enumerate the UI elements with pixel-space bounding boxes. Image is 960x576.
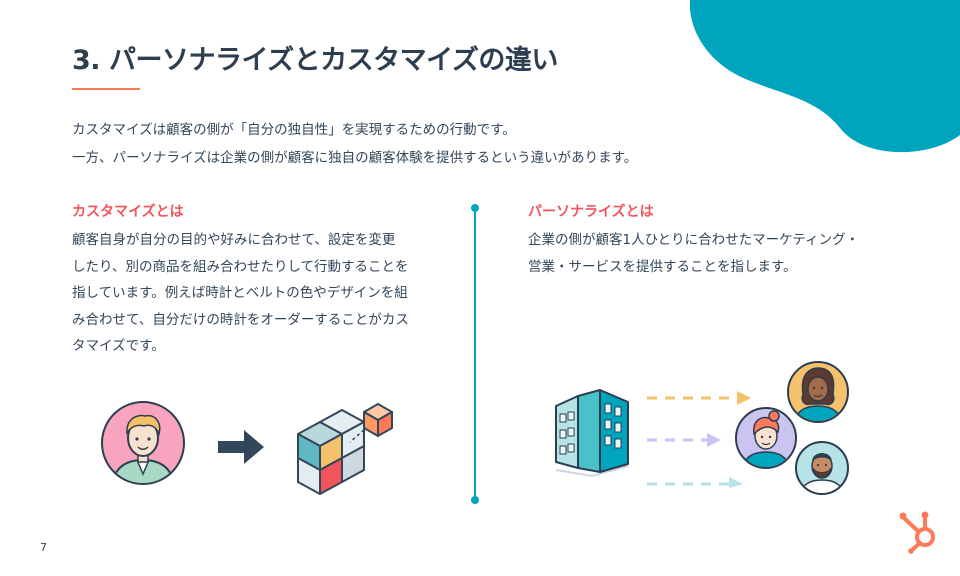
personalize-description: 企業の側が顧客1人ひとりに合わせたマーケティング・ 営業・サービスを提供すること… [528, 227, 888, 280]
customer-avatar-icon [787, 361, 849, 423]
description-line: 企業の側が顧客1人ひとりに合わせたマーケティング・ [528, 232, 860, 248]
column-divider [471, 204, 479, 504]
intro-line: カスタマイズは顧客の側が「自分の独自性」を実現するための行動です。 [72, 122, 516, 138]
page-title: 3. パーソナライズとカスタマイズの違い [72, 45, 558, 76]
description-line: したり、別の商品を組み合わせたりして行動することを [72, 258, 409, 275]
title-underline [72, 88, 140, 90]
personalize-heading: パーソナライズとは [528, 204, 654, 220]
arrow-right-icon [218, 430, 264, 464]
page-number: 7 [40, 541, 47, 554]
customer-avatar-icon [795, 441, 849, 495]
hubspot-sprocket-icon [899, 511, 935, 554]
person-avatar-icon [101, 401, 185, 485]
description-line: タマイズです。 [72, 338, 165, 354]
customer-avatar-icon [735, 407, 797, 469]
customize-description: 顧客自身が自分の目的や好みに合わせて、設定を変更 したり、別の商品を組み合わせた… [72, 227, 432, 360]
building-icon [555, 389, 629, 478]
description-line: 顧客自身が自分の目的や好みに合わせて、設定を変更 [72, 232, 396, 248]
intro-text: カスタマイズは顧客の側が「自分の独自性」を実現するための行動です。 一方、パーソ… [72, 116, 637, 172]
description-line: 営業・サービスを提供することを指します。 [528, 258, 797, 275]
description-line: み合わせて、自分だけの時計をオーダーすることがカス [72, 311, 409, 328]
decorative-blob [690, 0, 960, 153]
dashed-arrow-icon [647, 391, 751, 488]
cube-blocks-icon [297, 403, 393, 495]
intro-line: 一方、パーソナライズは企業の側が顧客に独自の顧客体験を提供するという違いがありま… [72, 150, 638, 166]
description-line: 指しています。例えば時計とベルトの色やデザインを組 [72, 285, 408, 301]
customize-heading: カスタマイズとは [72, 204, 184, 220]
